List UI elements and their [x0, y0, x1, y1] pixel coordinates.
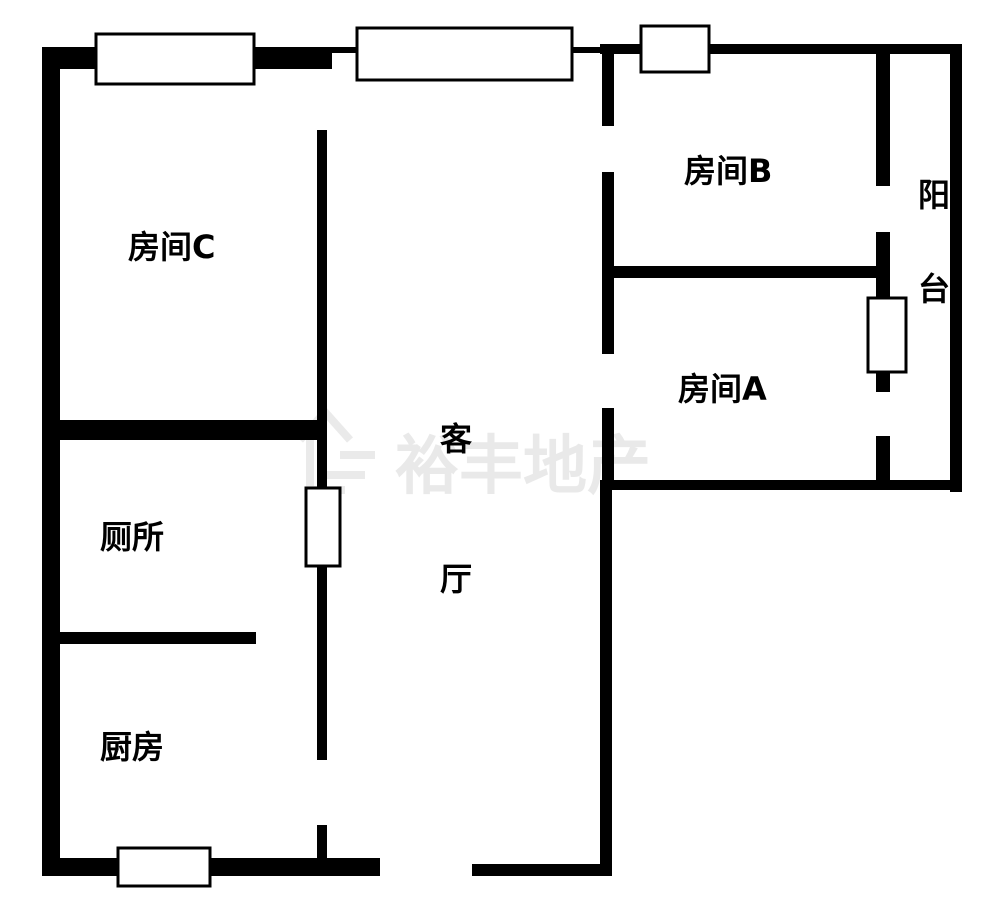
wall-right — [950, 44, 962, 492]
label-balcony-2: 台 — [918, 270, 950, 308]
label-balcony-1: 阳 — [918, 176, 950, 214]
wall-bottom-right — [472, 864, 612, 876]
wall-left — [42, 47, 60, 873]
wall-right-bottom — [604, 480, 962, 490]
room-labels: 房间C 房间B 房间A 客 厅 厕所 厨房 阳 台 — [100, 152, 950, 766]
wall-toilet-kitchen — [42, 632, 256, 644]
window-toilet — [304, 486, 342, 568]
wall-kitchen-stub — [317, 825, 327, 870]
label-toilet: 厕所 — [100, 518, 164, 556]
wall-room-c-right — [317, 130, 327, 440]
watermark: 裕丰地产 — [297, 405, 651, 504]
window-kitchen — [116, 846, 212, 888]
wall-balcony-bottom — [876, 436, 890, 490]
label-room-b: 房间B — [684, 152, 772, 190]
wall-room-a-left — [602, 408, 614, 490]
label-living-2: 厅 — [440, 560, 472, 598]
window-room-c — [94, 32, 256, 86]
wall-top-right — [600, 44, 962, 54]
wall-living-right — [600, 480, 612, 876]
label-kitchen: 厨房 — [100, 728, 164, 766]
wall-room-c-bottom — [42, 420, 327, 440]
label-living-1: 客 — [440, 420, 472, 458]
label-room-a: 房间A — [678, 370, 767, 408]
label-room-c: 房间C — [128, 228, 216, 266]
window-room-a-balcony — [866, 296, 908, 374]
wall-balcony-top — [876, 54, 890, 186]
wall-room-b-left-top — [602, 44, 614, 126]
window-living-top — [355, 26, 574, 82]
window-room-b — [639, 24, 711, 74]
wall-room-b-a — [612, 266, 888, 278]
wall-toilet-right — [317, 440, 327, 760]
wall-room-b-left-mid — [602, 172, 614, 354]
windows — [94, 24, 908, 888]
